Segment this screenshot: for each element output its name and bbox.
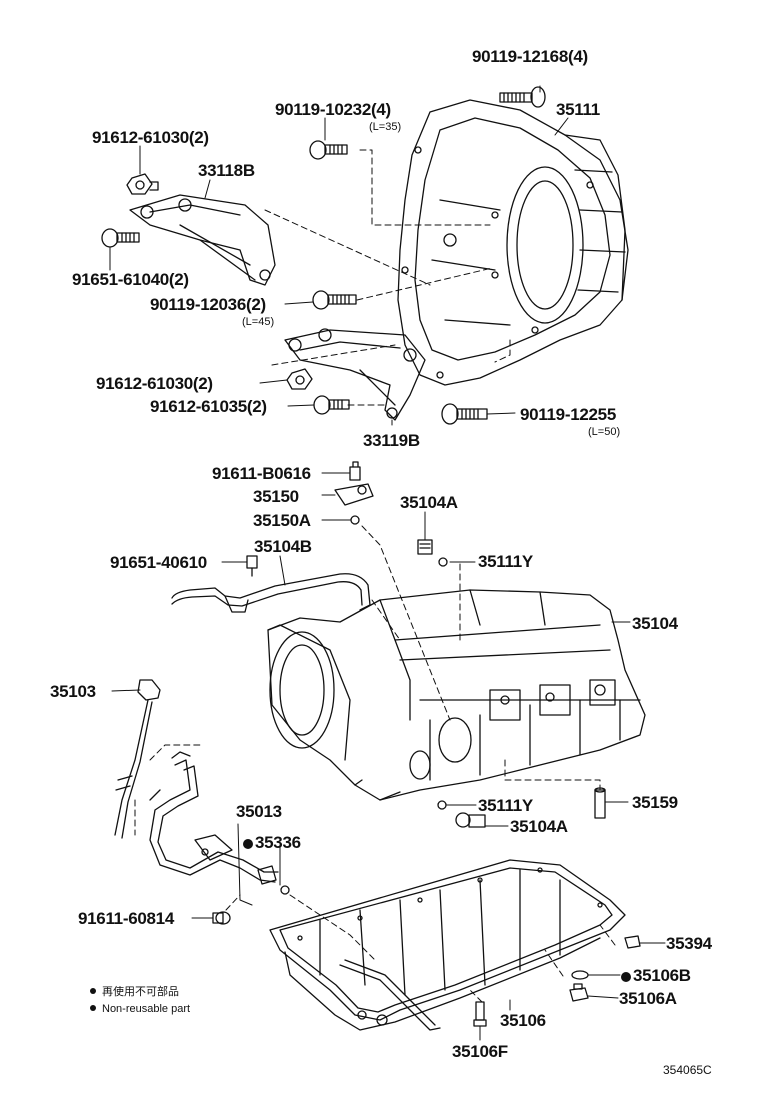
legend-non-reusable-cn: 再使用不可部品	[90, 987, 179, 998]
label-33119b: 33119B	[363, 431, 420, 450]
dipstick-35103	[114, 679, 161, 839]
o-ring-35111y-top	[438, 557, 448, 567]
label-35111y-bottom: 35111Y	[478, 796, 533, 815]
non-reusable-marker-icon	[90, 988, 96, 994]
bolt-90119-12255	[441, 403, 488, 425]
o-ring-35336	[280, 885, 290, 895]
legend-non-reusable-en: Non-reusable part	[90, 1004, 190, 1015]
label-35104a-top: 35104A	[400, 493, 458, 512]
label-35394: 35394	[666, 934, 712, 953]
tube-35104b	[171, 573, 371, 613]
bolt-90119-12036	[312, 290, 357, 310]
legend-en-text: Non-reusable part	[102, 1003, 191, 1015]
label-35104: 35104	[632, 614, 678, 633]
label-91611-60814: 91611-60814	[78, 909, 174, 928]
label-35013: 35013	[236, 802, 282, 821]
o-ring-35111y-bottom	[437, 800, 447, 810]
non-reusable-marker-icon	[243, 839, 253, 849]
bolt-91611-b0616	[349, 461, 361, 481]
label-90119-12036: 90119-12036(2)	[150, 295, 266, 314]
label-35104a-bottom: 35104A	[510, 817, 568, 836]
bolt-90119-12168	[499, 86, 546, 108]
nut-91612-61030-top	[126, 173, 159, 195]
label-35106f: 35106F	[452, 1042, 508, 1061]
label-91612-61035: 91612-61035(2)	[150, 397, 267, 416]
nut-91612-61030-mid	[286, 368, 313, 390]
label-35336: 35336	[243, 834, 301, 851]
legend-cn-text: 再使用不可部品	[102, 986, 179, 998]
bolt-35106f	[473, 1001, 487, 1027]
label-35104b: 35104B	[254, 537, 312, 556]
label-35106: 35106	[500, 1011, 546, 1030]
transmission-case-part	[267, 589, 646, 801]
magnet-35394	[624, 935, 641, 949]
label-90119-12036-length: (L=45)	[242, 316, 275, 328]
label-91611-b0616: 91611-B0616	[212, 464, 311, 483]
bolt-91612-61035	[313, 395, 350, 415]
bolt-91651-40610	[246, 555, 258, 577]
label-35106b-text: 35106B	[633, 966, 691, 985]
plug-35104a-bottom	[455, 812, 486, 828]
sensor-35150	[334, 483, 374, 506]
bolt-91651-61040	[101, 228, 140, 248]
bracket-33118b	[129, 194, 276, 286]
o-ring-35150a	[350, 515, 360, 525]
non-reusable-marker-icon	[621, 972, 631, 982]
label-35150a: 35150A	[253, 511, 311, 530]
label-35159: 35159	[632, 793, 678, 812]
label-91651-61040: 91651-61040(2)	[72, 270, 189, 289]
label-91612-61030-mid: 91612-61030(2)	[96, 374, 213, 393]
label-35106b: 35106B	[621, 967, 691, 984]
label-35336-text: 35336	[255, 833, 301, 852]
drain-plug-35106a	[569, 983, 589, 1002]
label-35111y-top: 35111Y	[478, 552, 533, 571]
figure-number: 354065C	[663, 1063, 712, 1077]
label-90119-12255: 90119-12255	[520, 405, 616, 424]
filler-tube-35013	[149, 751, 279, 885]
label-90119-12168: 90119-12168(4)	[472, 47, 588, 66]
label-90119-10232-length: (L=35)	[369, 121, 402, 133]
label-91612-61030-top: 91612-61030(2)	[92, 128, 209, 147]
label-35106a: 35106A	[619, 989, 677, 1008]
plug-35104a-top	[417, 539, 433, 555]
label-35111: 35111	[556, 100, 600, 119]
gasket-35106b	[571, 970, 589, 980]
oil-pan-part	[269, 859, 626, 1031]
label-33118b: 33118B	[198, 161, 255, 180]
bolt-90119-10232	[309, 140, 348, 160]
label-90119-12255-length: (L=50)	[588, 426, 621, 438]
bell-housing-part	[397, 99, 629, 386]
non-reusable-marker-icon	[90, 1005, 96, 1011]
pin-35159	[594, 787, 606, 819]
bracket-33119b	[284, 328, 426, 421]
label-35103: 35103	[50, 682, 96, 701]
label-90119-10232: 90119-10232(4)	[275, 100, 391, 119]
label-91651-40610: 91651-40610	[110, 553, 207, 572]
label-35150: 35150	[253, 487, 299, 506]
bolt-91611-60814	[212, 911, 231, 925]
